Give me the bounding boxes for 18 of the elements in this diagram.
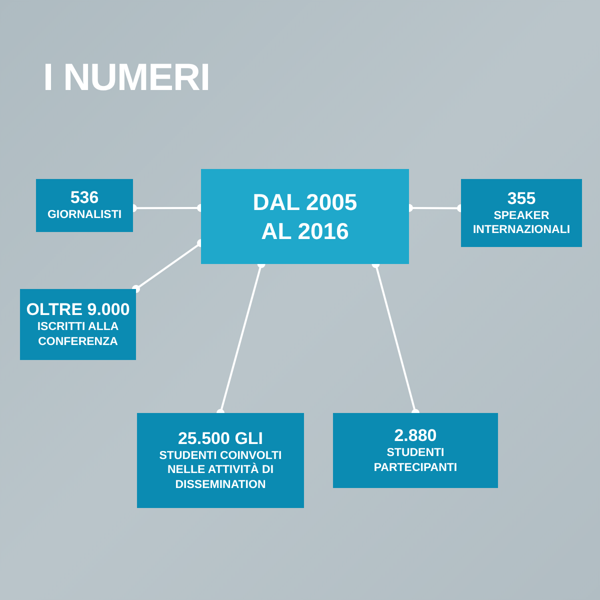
title: I NUMERI — [43, 56, 210, 100]
stat-description: ISCRITTI ALLA CONFERENZA — [36, 320, 120, 349]
stat-box — [36, 179, 133, 232]
stat-box — [137, 413, 304, 508]
stat-box — [333, 413, 498, 488]
stat-number: OLTRE 9.000 — [26, 300, 130, 320]
stat-number: 536 — [70, 188, 99, 208]
stat-description: STUDENTI COINVOLTI NELLE ATTIVITÀ DI DISSEMINATION — [158, 448, 283, 492]
stat-number: 25.500 GLI — [178, 428, 264, 449]
stat-number: 355 — [507, 188, 536, 208]
stat-description: SPEAKER INTERNAZIONALI — [472, 208, 572, 238]
stat-box — [461, 179, 582, 247]
stat-number: 2.880 — [394, 426, 437, 446]
stat-box — [20, 289, 136, 360]
period-box — [201, 169, 409, 264]
period-text: DAL 2005 AL 2016 — [252, 188, 358, 246]
stat-description: STUDENTI PARTECIPANTI — [372, 446, 458, 475]
stat-description: GIORNALISTI — [47, 208, 122, 223]
